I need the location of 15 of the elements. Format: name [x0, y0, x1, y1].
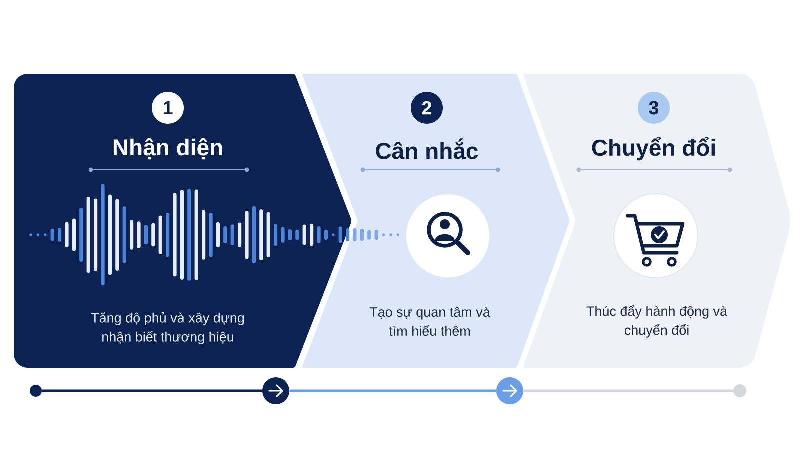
timeline-dot: [734, 384, 746, 398]
number-badge: 1: [152, 92, 184, 124]
number-badge: 3: [638, 92, 670, 124]
timeline-line: [524, 390, 734, 392]
timeline-line: [290, 390, 496, 392]
step-description: Tạo sự quan tâm và tìm hiểu thêm: [370, 306, 490, 336]
step-description: Tăng độ phủ và xây dựng nhận biết thương hiệu: [91, 312, 244, 344]
step-title: Chuyển đổi: [592, 137, 715, 161]
number-badge: 2: [411, 92, 443, 124]
timeline-line: [42, 390, 262, 392]
step-description: Thúc đẩy hành động và chuyển đổi: [586, 305, 728, 338]
chevron-panel: [524, 74, 790, 368]
step-title: Cân nhắc: [376, 138, 478, 160]
timeline-dot: [30, 385, 42, 397]
step-title: Nhận diện: [114, 138, 222, 160]
